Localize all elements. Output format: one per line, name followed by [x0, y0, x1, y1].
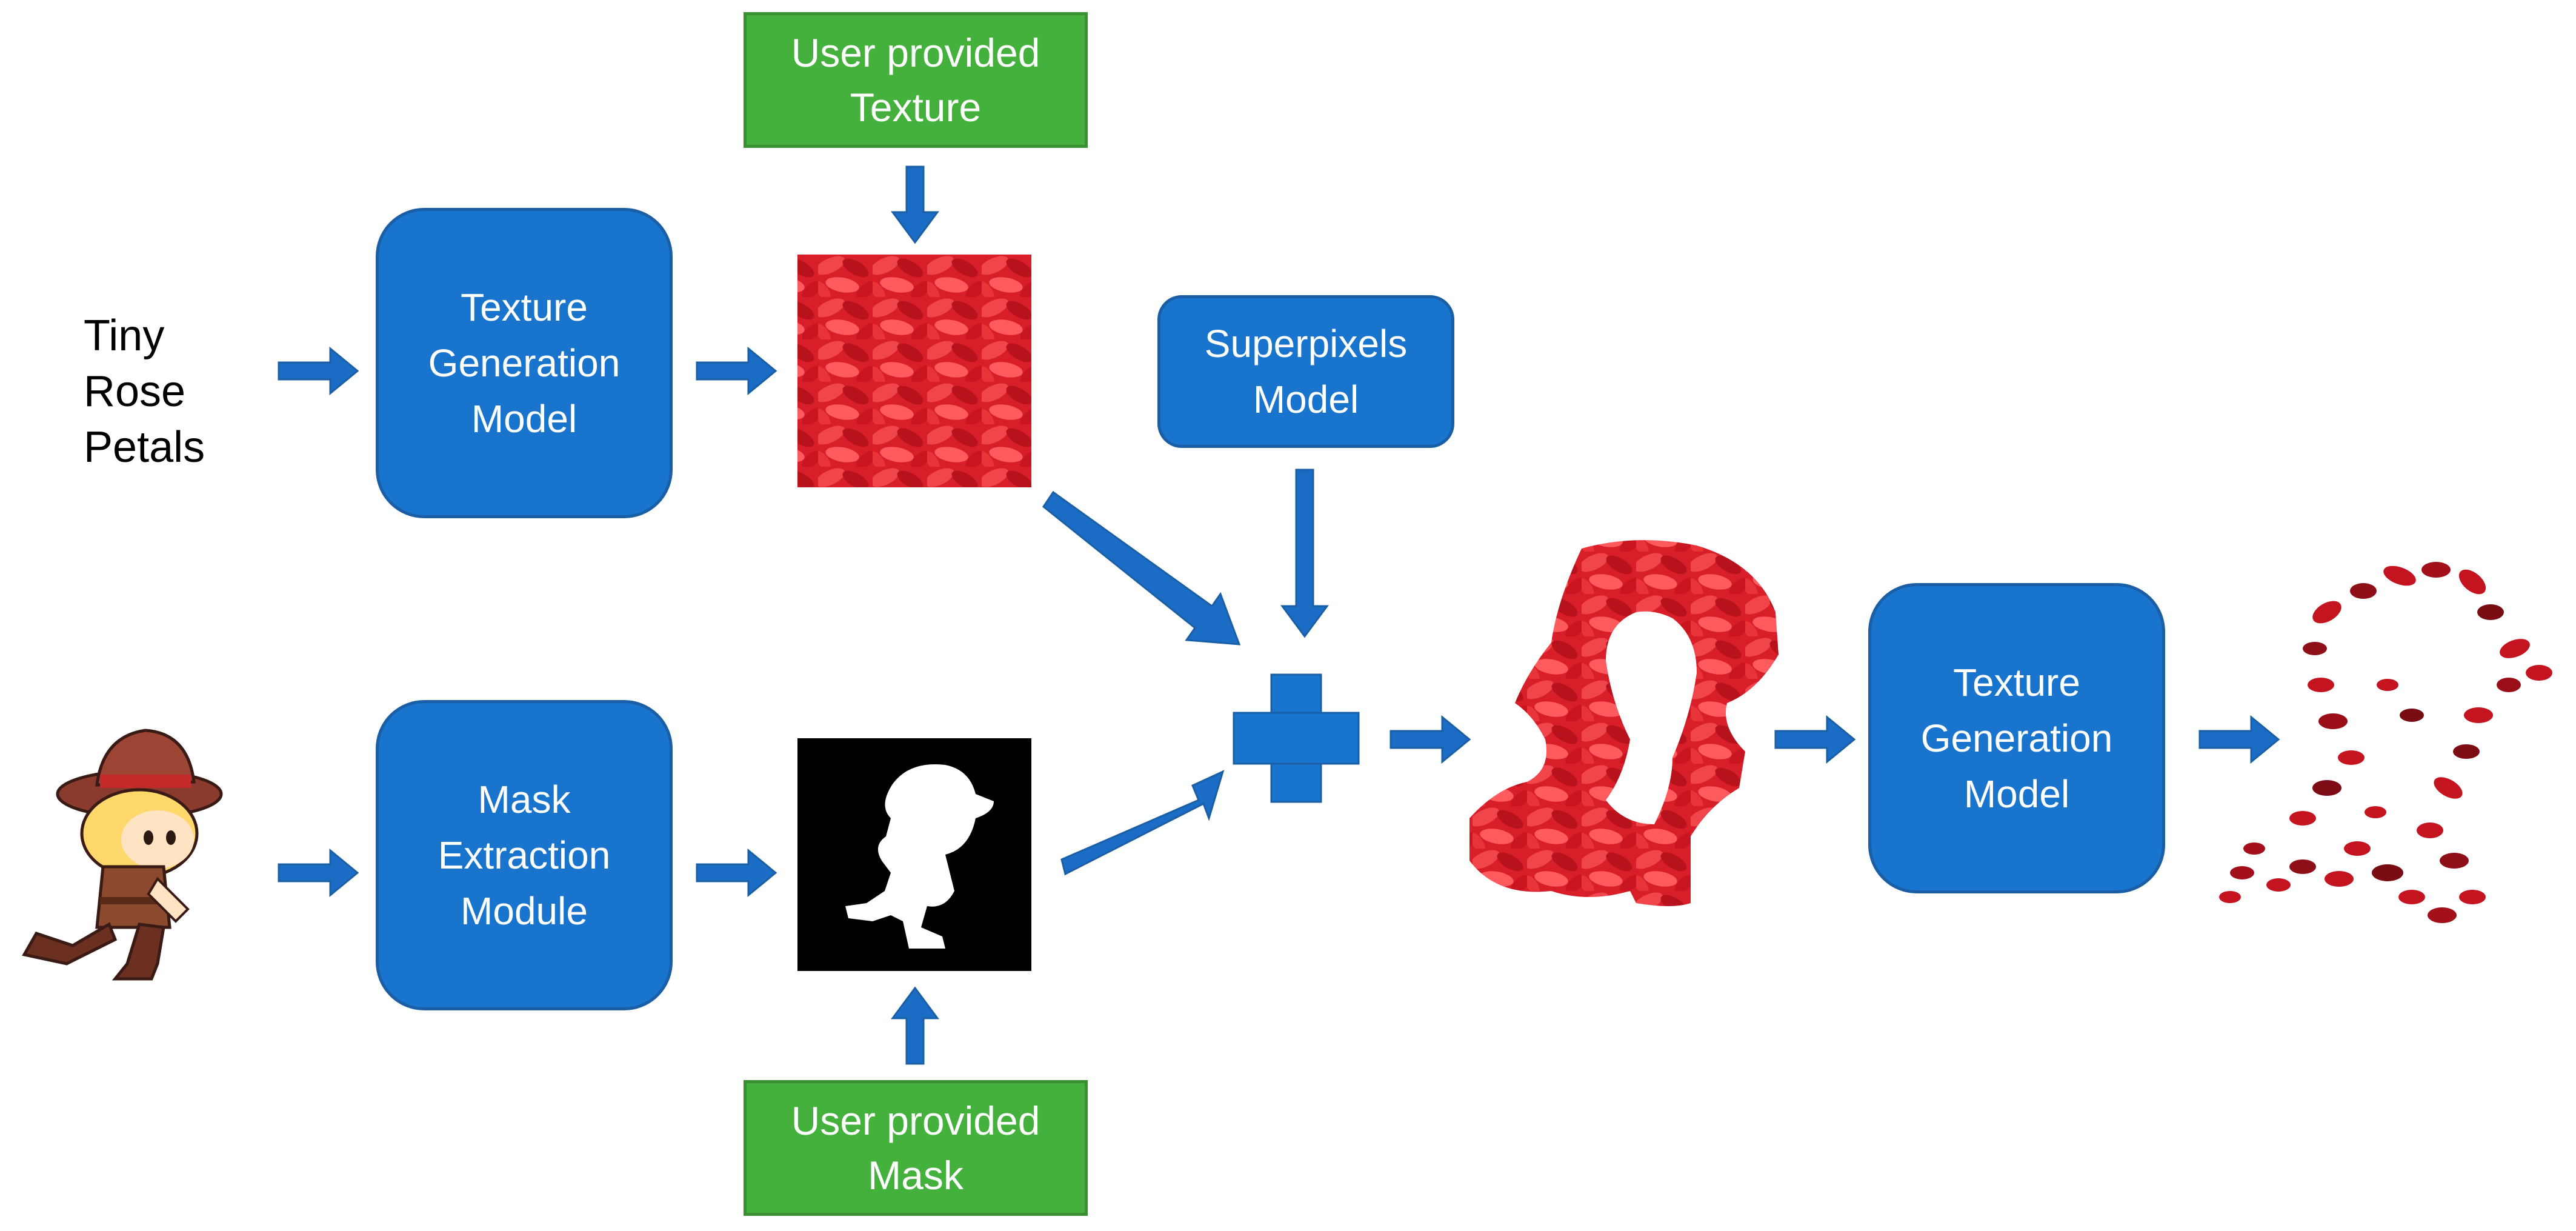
arrow-texture-gen-2-to-output [2198, 715, 2280, 764]
arrow-character-to-mask-extraction [278, 848, 359, 898]
texture-generation-model-2-box[interactable]: Texture Generation Model [1868, 583, 2165, 893]
textured-silhouette-image [1469, 540, 1779, 906]
silhouette-mask-image [797, 738, 1031, 971]
arrow-texture-gen-to-texture [696, 346, 777, 396]
arrow-plus-to-result [1390, 715, 1471, 764]
arrow-user-mask-up [891, 986, 939, 1065]
arrow-user-texture-down [891, 165, 939, 244]
arrow-mask-to-plus [1060, 770, 1225, 876]
mask-extraction-module-box[interactable]: Mask Extraction Module [376, 700, 673, 1010]
combine-plus-icon [1233, 673, 1360, 803]
input-text-prompt: Tiny Rose Petals [84, 312, 205, 472]
character-image [22, 729, 223, 981]
user-provided-mask-box[interactable]: User provided Mask [744, 1080, 1088, 1216]
arrow-text-to-texture-gen [278, 346, 359, 396]
user-provided-texture-box[interactable]: User provided Texture [744, 12, 1088, 148]
arrows [278, 165, 2280, 1065]
arrow-superpixels-down [1280, 469, 1329, 638]
arrow-result-to-texture-gen-2 [1774, 715, 1856, 764]
texture-generation-model-box[interactable]: Texture Generation Model [376, 208, 673, 518]
superpixels-model-box[interactable]: Superpixels Model [1157, 295, 1454, 448]
arrow-texture-to-plus [1042, 490, 1241, 646]
arrow-mask-extraction-to-mask [696, 848, 777, 898]
petal-texture-image [797, 255, 1031, 487]
petal-scatter-output-image [2219, 562, 2552, 923]
